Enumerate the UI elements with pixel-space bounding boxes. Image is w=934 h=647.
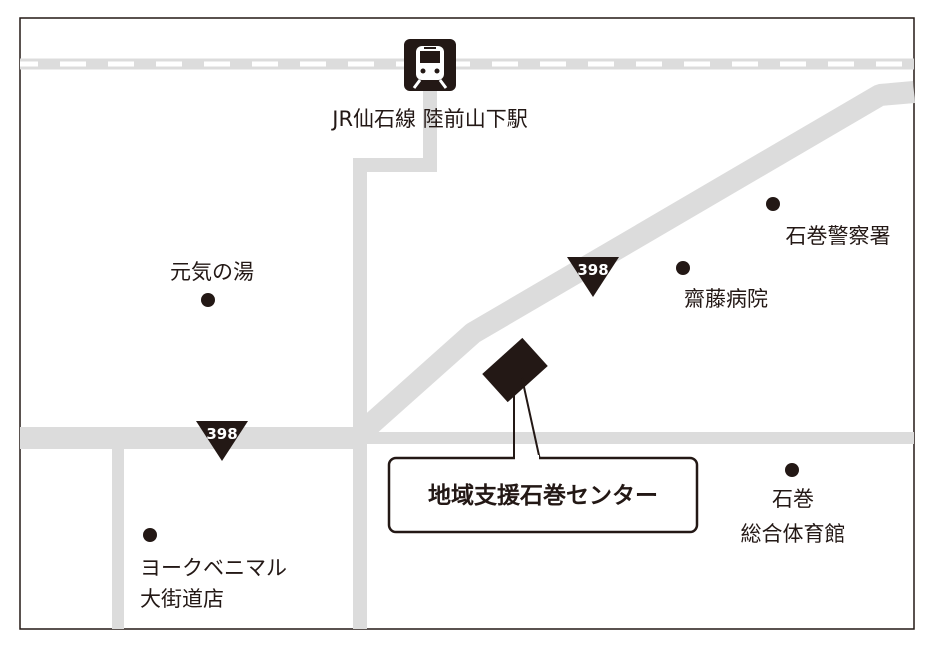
svg-text:地域支援石巻センター: 地域支援石巻センター <box>428 482 658 509</box>
roads <box>20 72 915 629</box>
svg-text:齋藤病院: 齋藤病院 <box>684 287 768 311</box>
landmark-hospital: 齋藤病院 <box>676 261 768 311</box>
svg-text:石巻警察署: 石巻警察署 <box>786 224 891 248</box>
svg-text:398: 398 <box>206 425 237 443</box>
landmark-onsen: 元気の湯 <box>170 260 254 307</box>
svg-text:大街道店: 大街道店 <box>140 587 224 611</box>
landmark-gymnasium: 石巻 総合体育館 <box>741 463 846 546</box>
road-route-398-diagonal <box>354 81 915 441</box>
route-398-shield: 398 <box>196 421 248 461</box>
road-station-access <box>353 72 437 629</box>
route-398-shield: 398 <box>567 257 619 297</box>
destination-callout: 地域支援石巻センター <box>387 455 699 534</box>
svg-text:総合体育館: 総合体育館 <box>741 522 846 546</box>
svg-text:398: 398 <box>577 261 608 279</box>
station-label: JR仙石線 陸前山下駅 <box>330 107 527 131</box>
landmark-police: 石巻警察署 <box>766 197 891 248</box>
svg-text:元気の湯: 元気の湯 <box>170 260 254 284</box>
destination-building <box>482 337 548 461</box>
svg-text:石巻: 石巻 <box>772 487 814 511</box>
landmark-supermarket: ヨークベニマル 大街道店 <box>140 528 287 611</box>
svg-text:ヨークベニマル: ヨークベニマル <box>140 556 287 580</box>
train-icon <box>404 39 456 91</box>
